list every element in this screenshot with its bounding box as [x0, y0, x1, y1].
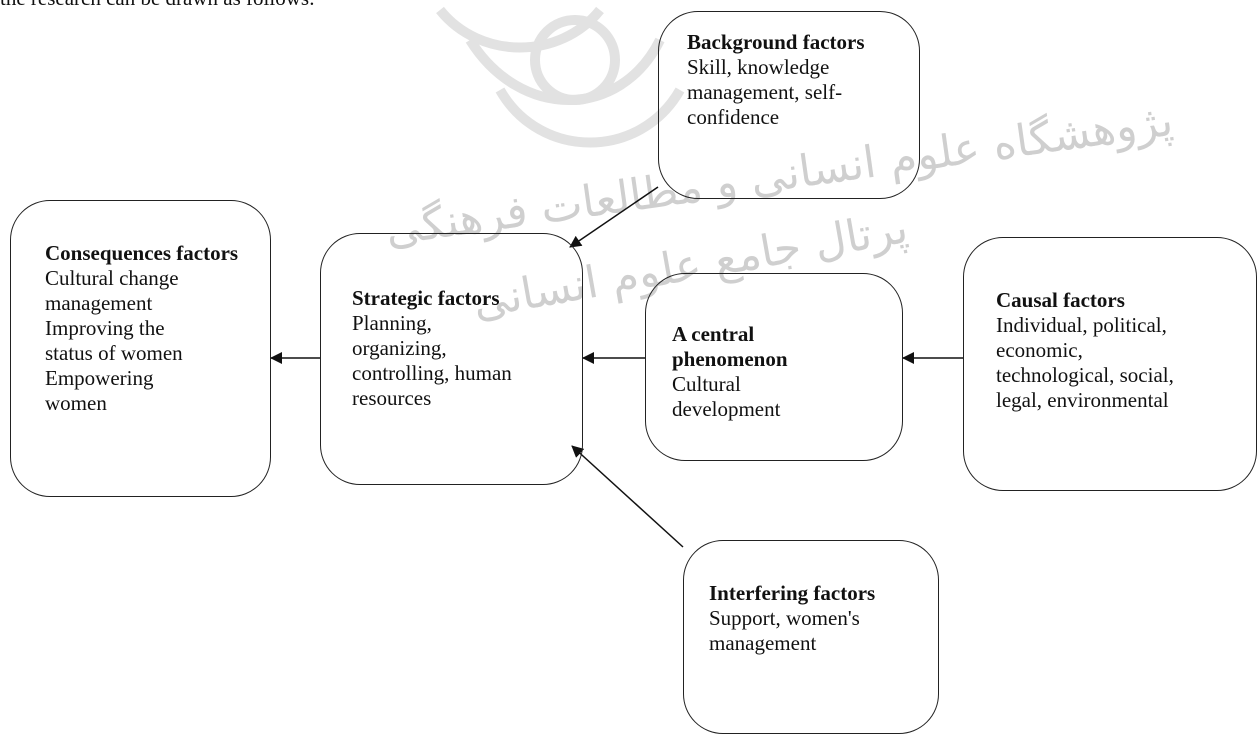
- causal-box: Causal factors Individual, political, ec…: [963, 237, 1257, 491]
- consequences-line: women: [45, 391, 107, 415]
- causal-line: legal, environmental: [996, 388, 1169, 412]
- background-box: Background factors Skill, knowledge mana…: [658, 11, 920, 199]
- strategic-line: controlling, human: [352, 361, 512, 385]
- interfering-box: Interfering factors Support, women's man…: [683, 540, 939, 734]
- strategic-title: Strategic factors: [352, 286, 500, 310]
- strategic-line: organizing,: [352, 336, 447, 360]
- causal-line: economic,: [996, 338, 1083, 362]
- arrow-background-to-strategic: [569, 186, 659, 248]
- causal-content: Causal factors Individual, political, ec…: [996, 288, 1241, 413]
- causal-line: Individual, political,: [996, 313, 1167, 337]
- consequences-line: Cultural change: [45, 266, 179, 290]
- consequences-content: Consequences factors Cultural change man…: [45, 241, 255, 416]
- consequences-line: Empowering: [45, 366, 154, 390]
- strategic-line: resources: [352, 386, 432, 410]
- background-title: Background factors: [687, 30, 865, 54]
- consequences-line: status of women: [45, 341, 183, 365]
- intro-text: the research can be drawn as follows:: [0, 0, 315, 11]
- consequences-box: Consequences factors Cultural change man…: [10, 200, 271, 497]
- central-content: A central phenomenon Cultural developmen…: [672, 322, 842, 422]
- arrow-interfering-to-strategic: [571, 445, 684, 548]
- interfering-content: Interfering factors Support, women's man…: [709, 581, 909, 656]
- background-content: Background factors Skill, knowledge mana…: [687, 30, 887, 130]
- interfering-line: management: [709, 631, 817, 655]
- consequences-line: management: [45, 291, 153, 315]
- causal-title: Causal factors: [996, 288, 1125, 312]
- central-title: A central phenomenon: [672, 322, 788, 371]
- background-line: Skill, knowledge: [687, 55, 830, 79]
- central-box: A central phenomenon Cultural developmen…: [645, 273, 903, 461]
- central-line: Cultural: [672, 372, 741, 396]
- interfering-line: Support, women's: [709, 606, 860, 630]
- consequences-title: Consequences factors: [45, 241, 239, 265]
- background-line: confidence: [687, 105, 780, 129]
- causal-line: technological, social,: [996, 363, 1174, 387]
- interfering-title: Interfering factors: [709, 581, 876, 605]
- strategic-box: Strategic factors Planning, organizing, …: [320, 233, 583, 485]
- strategic-line: Planning,: [352, 311, 432, 335]
- consequences-line: Improving the: [45, 316, 165, 340]
- central-line: development: [672, 397, 781, 421]
- strategic-content: Strategic factors Planning, organizing, …: [352, 286, 577, 411]
- background-line: management, self-: [687, 80, 843, 104]
